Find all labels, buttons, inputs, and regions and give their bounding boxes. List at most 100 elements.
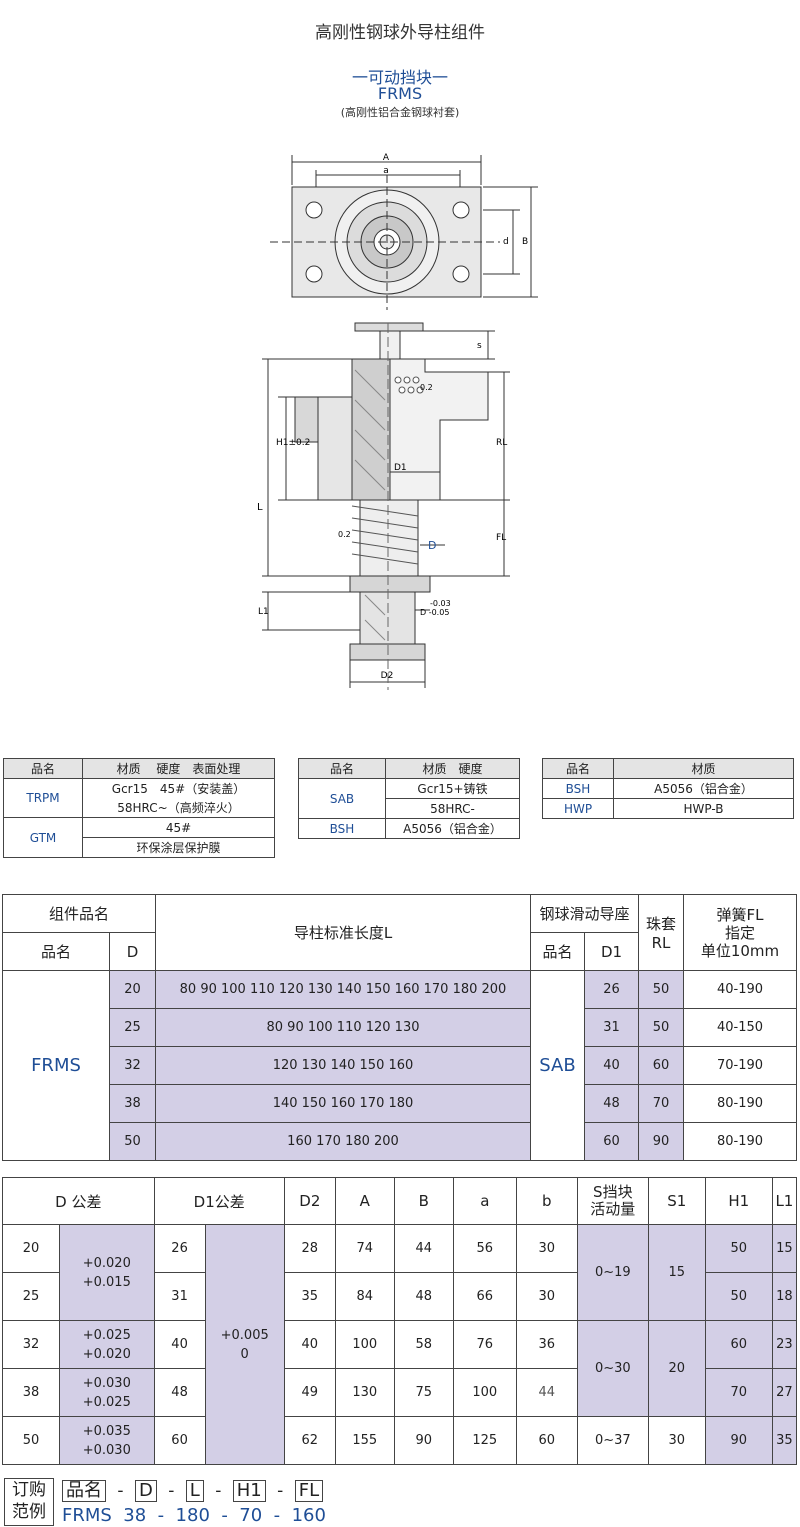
row-b: 30	[515, 1224, 578, 1273]
material-spec: Gcr15 45#（安装盖）	[82, 778, 275, 798]
header-RL: 珠套 RL	[638, 894, 684, 971]
row-lengths: 160 170 180 200	[155, 1122, 531, 1161]
header-D2: D2	[283, 1177, 336, 1225]
material-name: BSH	[298, 818, 386, 839]
row-D1: 40	[584, 1046, 639, 1085]
row-H1: 50	[704, 1224, 773, 1273]
material-table-2: 品名 材质 硬度 SAB Gcr15+铸铁 58HRC- BSH A5056（铝…	[298, 758, 520, 839]
tol-D-top: -0.03	[430, 599, 451, 608]
order-example-label: 订购 范例	[4, 1478, 54, 1526]
row-D2: 49	[283, 1368, 336, 1417]
header-length: 导柱标准长度L	[155, 894, 531, 971]
dim-L-label: L	[257, 502, 263, 513]
row-b: 44	[515, 1368, 578, 1417]
row-A: 100	[334, 1320, 395, 1369]
material-name: HWP	[542, 798, 614, 819]
row-FL: 80-190	[683, 1122, 797, 1161]
row-S1: 15	[647, 1224, 706, 1321]
row-D: 20	[2, 1224, 60, 1273]
row-RL: 50	[638, 1008, 684, 1047]
row-H1: 60	[704, 1320, 773, 1369]
header-H1: H1	[704, 1177, 773, 1225]
row-lengths: 80 90 100 110 120 130 140 150 160 170 18…	[155, 970, 531, 1009]
header-D-tol: D 公差	[2, 1177, 155, 1225]
tol-D: +0.030 +0.025	[59, 1368, 155, 1417]
row-A: 130	[334, 1368, 395, 1417]
spec-table: 组件品名 导柱标准长度L 钢球滑动导座 珠套 RL 弹簧FL 指定 单位10mm…	[2, 894, 797, 1161]
order-field-FL: FL	[294, 1480, 324, 1502]
row-S1: 20	[647, 1320, 706, 1417]
row-a: 56	[452, 1224, 517, 1273]
header-D: D	[109, 932, 156, 971]
row-D: 32	[109, 1046, 156, 1085]
row-B: 44	[393, 1224, 454, 1273]
dim-H1-label: H1±0.2	[276, 438, 310, 448]
material-spec: 45#	[82, 817, 275, 838]
tol-02-top: 0.2	[420, 383, 433, 392]
model-note: (高刚性铝合金钢球衬套)	[340, 106, 460, 119]
material-spec: 58HRC~（高频淬火）	[82, 798, 275, 818]
row-L1: 35	[771, 1416, 798, 1465]
row-A: 74	[334, 1224, 395, 1273]
dim-D-label: D	[428, 539, 436, 552]
dim-B-label: B	[522, 237, 528, 247]
row-A: 84	[334, 1272, 395, 1321]
row-RL: 90	[638, 1122, 684, 1161]
side-view	[262, 322, 510, 690]
model-code: FRMS	[377, 84, 423, 103]
row-D1: 26	[153, 1224, 206, 1273]
row-D1: 60	[153, 1416, 206, 1465]
material-spec: Gcr15+铸铁	[385, 778, 520, 799]
row-D1: 40	[153, 1320, 206, 1369]
sab-name: SAB	[530, 970, 585, 1161]
row-D: 38	[2, 1368, 60, 1417]
row-FL: 40-150	[683, 1008, 797, 1047]
row-S1: 30	[647, 1416, 706, 1465]
row-B: 58	[393, 1320, 454, 1369]
row-FL: 70-190	[683, 1046, 797, 1085]
row-lengths: 80 90 100 110 120 130	[155, 1008, 531, 1047]
header-component: 组件品名	[2, 894, 156, 933]
material-spec: HWP-B	[613, 798, 794, 819]
row-D1: 48	[584, 1084, 639, 1123]
header-FL: 弹簧FL 指定 单位10mm	[683, 894, 797, 971]
header-B: B	[393, 1177, 454, 1225]
dim-A-label: A	[383, 153, 390, 163]
dim-RL-label: RL	[496, 438, 507, 448]
page-subtitle: 一可动挡块一	[351, 68, 448, 87]
row-D1: 31	[584, 1008, 639, 1047]
product-name: FRMS	[2, 970, 110, 1161]
row-S: 0~30	[576, 1320, 649, 1417]
row-D1: 31	[153, 1272, 206, 1321]
dim-FL-label: FL	[496, 533, 506, 543]
row-L1: 15	[771, 1224, 798, 1273]
row-L1: 27	[771, 1368, 798, 1417]
row-b: 30	[515, 1272, 578, 1321]
header-name: 品名	[3, 758, 83, 779]
header-A: A	[334, 1177, 395, 1225]
row-lengths: 140 150 160 170 180	[155, 1084, 531, 1123]
row-S: 0~37	[576, 1416, 649, 1465]
order-format: 品名 - D - L - H1 - FL	[62, 1480, 324, 1502]
dim-d-label: d	[503, 237, 509, 247]
dim-L1-label: L1	[258, 607, 269, 617]
row-RL: 60	[638, 1046, 684, 1085]
row-D1: 26	[584, 970, 639, 1009]
row-RL: 50	[638, 970, 684, 1009]
row-FL: 80-190	[683, 1084, 797, 1123]
header-L1: L1	[771, 1177, 798, 1225]
page-title: 高刚性钢球外导柱组件	[315, 23, 485, 43]
header-S: S挡块 活动量	[576, 1177, 649, 1225]
header-name: 品名	[298, 758, 386, 779]
row-a: 66	[452, 1272, 517, 1321]
row-B: 75	[393, 1368, 454, 1417]
row-D2: 40	[283, 1320, 336, 1369]
order-field-D: D	[134, 1480, 157, 1502]
dim-D2-label: D2	[381, 671, 394, 681]
header-b: b	[515, 1177, 578, 1225]
material-table-3: 品名 材质 BSH A5056（铝合金） HWP HWP-B	[542, 758, 794, 819]
order-field-L: L	[185, 1480, 204, 1502]
row-D1: 60	[584, 1122, 639, 1161]
material-table-1: 品名 材质 硬度 表面处理 TRPM Gcr15 45#（安装盖） 58HRC~…	[3, 758, 275, 858]
row-H1: 70	[704, 1368, 773, 1417]
